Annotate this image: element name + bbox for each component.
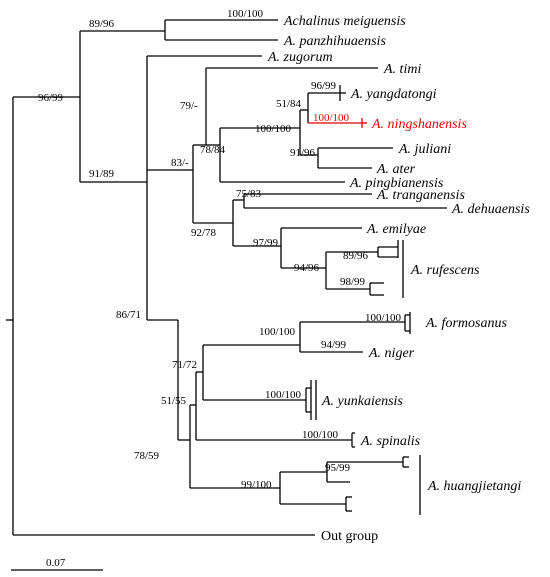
support-label: 92/78	[191, 227, 217, 239]
support-label: 100/100	[313, 112, 350, 124]
taxon-label-dehuaensis: A. dehuaensis	[451, 202, 530, 217]
support-label: 95/99	[325, 462, 351, 474]
support-values: 100/100 89/96 96/99 91/89 96/99 51/84 10…	[38, 8, 402, 491]
taxon-label-tranganensis: A. tranganensis	[376, 188, 465, 203]
support-label: 98/99	[340, 276, 366, 288]
support-label: 89/96	[343, 250, 369, 262]
support-label: 83/-	[171, 157, 189, 169]
taxon-label-panzhihuaensis: A. panzhihuaensis	[283, 34, 386, 49]
taxon-labels: Achalinus meiguensis A. panzhihuaensis A…	[267, 14, 530, 544]
support-label: 96/99	[311, 80, 337, 92]
taxon-label-niger: A. niger	[368, 346, 415, 361]
taxon-label-zugorum: A. zugorum	[267, 50, 333, 65]
taxon-label-yunkaiensis: A. yunkaiensis	[321, 394, 403, 409]
support-label: 89/96	[89, 18, 115, 30]
support-label: 100/100	[365, 312, 402, 324]
taxon-label-ater: A. ater	[376, 162, 416, 177]
support-label: 91/96	[290, 147, 316, 159]
scale-bar: 0.07	[11, 557, 103, 571]
support-label: 100/100	[259, 326, 296, 338]
support-label: 91/89	[89, 168, 115, 180]
support-label: 100/100	[227, 8, 264, 20]
support-label: 96/99	[38, 92, 64, 104]
support-label: 99/100	[241, 479, 272, 491]
support-label: 86/71	[116, 309, 141, 321]
taxon-label-huangjietangi: A. huangjietangi	[427, 479, 521, 494]
support-label: 78/84	[200, 144, 226, 156]
support-label: 100/100	[265, 389, 302, 401]
taxon-label-yangdatongi: A. yangdatongi	[350, 87, 437, 102]
support-label: 94/96	[294, 262, 320, 274]
taxon-label-juliani: A. juliani	[398, 142, 451, 157]
support-label: 51/84	[276, 98, 302, 110]
support-label: 78/59	[134, 450, 160, 462]
support-label: 97/99	[253, 237, 279, 249]
support-label: 79/-	[180, 100, 198, 112]
taxon-label-spinalis: A. spinalis	[360, 434, 421, 449]
support-label: 94/99	[321, 339, 347, 351]
tree-branches	[6, 19, 447, 536]
taxon-label-timi: A. timi	[383, 62, 421, 77]
support-label: 100/100	[255, 123, 292, 135]
taxon-label-rufescens: A. rufescens	[410, 263, 480, 278]
support-label: 51/55	[161, 395, 187, 407]
support-label: 71/72	[172, 359, 197, 371]
taxon-label-emilyae: A. emilyae	[366, 222, 426, 237]
support-label: 75/83	[236, 188, 262, 200]
scale-bar-label: 0.07	[46, 557, 66, 569]
taxon-label-meiguensis: Achalinus meiguensis	[283, 14, 406, 29]
taxon-label-pingbianensis: A. pingbianensis	[349, 176, 444, 191]
taxon-label-formosanus: A. formosanus	[425, 316, 507, 331]
taxon-label-outgroup: Out group	[321, 529, 378, 544]
taxon-label-ningshanensis: A. ningshanensis	[371, 117, 467, 132]
support-label: 100/100	[302, 429, 339, 441]
